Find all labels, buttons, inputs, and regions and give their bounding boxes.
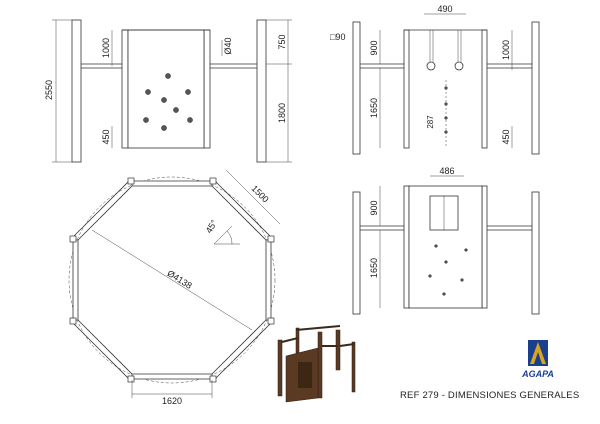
dim-pipe-diameter: Ø40 xyxy=(223,37,233,54)
dim-plan-angle: 45° xyxy=(204,218,220,235)
climbing-holds xyxy=(143,73,193,131)
dim-ring-top: 900 xyxy=(369,40,379,55)
dim-ring-drop: 1000 xyxy=(501,40,511,60)
front-post-left xyxy=(71,19,82,163)
front-post-inner-left xyxy=(121,29,129,149)
swing-post-inner-right xyxy=(481,185,488,309)
dim-swing-bottom: 1650 xyxy=(369,258,379,278)
dim-front-height: 2550 xyxy=(44,80,54,100)
rings-post-left xyxy=(352,21,361,155)
swing-back-panel xyxy=(408,185,483,309)
dim-side-top: 750 xyxy=(277,34,287,49)
rings-post-inner-right xyxy=(481,29,488,149)
dim-side-bottom: 1800 xyxy=(277,103,287,123)
dim-front-bottom-gap: 450 xyxy=(101,129,111,144)
gym-ring-left xyxy=(426,61,436,71)
3d-preview xyxy=(277,325,356,403)
drawing-caption: REF 279 - DIMENSIONES GENERALES xyxy=(400,390,579,401)
dim-swing-width: 486 xyxy=(439,166,454,176)
rings-post-right xyxy=(531,21,540,155)
swing-post-inner-left xyxy=(403,185,410,309)
dim-profile: □90 xyxy=(330,32,345,42)
front-view: 2550 1000 450 Ø40 750 1800 xyxy=(44,19,292,163)
front-post-right xyxy=(256,19,267,163)
rings-view: 490 □90 900 1650 1000 450 287 xyxy=(330,4,540,155)
dim-ring-width: 490 xyxy=(437,4,452,14)
front-post-inner-right xyxy=(203,29,211,149)
dim-plan-side: 1500 xyxy=(250,183,271,204)
dim-ring-low: 450 xyxy=(501,129,511,144)
agapa-logo: AGAPA xyxy=(521,340,554,379)
dim-plan-bottom: 1620 xyxy=(162,396,182,406)
swing-post-right xyxy=(531,191,540,315)
swing-view: 486 900 1650 xyxy=(352,166,540,315)
swing-post-left xyxy=(352,191,361,315)
logo-text: AGAPA xyxy=(521,369,554,379)
dim-front-top-gap: 1000 xyxy=(101,38,111,58)
front-climbing-panel xyxy=(127,29,205,149)
rings-post-inner-left xyxy=(403,29,410,149)
dim-plan-diameter: Ø4138 xyxy=(165,268,193,291)
plan-circle xyxy=(68,176,276,384)
gym-ring-right xyxy=(454,61,464,71)
plan-view: Ø4138 1500 45° 1620 xyxy=(68,169,281,406)
dim-ring-small: 287 xyxy=(426,115,435,129)
dim-swing-top: 900 xyxy=(369,200,379,215)
dim-ring-bottom: 1650 xyxy=(369,98,379,118)
